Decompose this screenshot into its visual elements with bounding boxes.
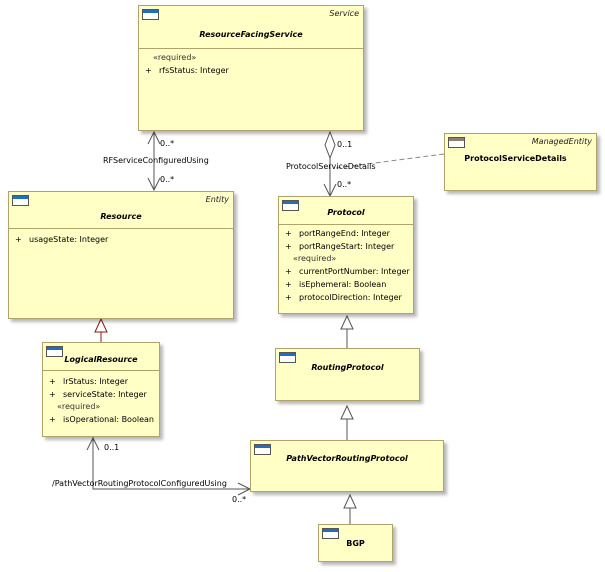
- attribute-row: +currentPortNumber: Integer: [285, 267, 410, 276]
- pathvector-generalization-arrowhead: [340, 404, 354, 420]
- class-name: Resource: [100, 212, 142, 221]
- attribute-row: +serviceState: Integer: [49, 390, 147, 399]
- attribute-row: +rfsStatus: Integer: [145, 66, 229, 75]
- stereotype-label: Entity: [205, 195, 229, 204]
- class-icon: [142, 9, 159, 20]
- stereotype-group: «required»: [153, 53, 197, 62]
- class-icon: [46, 346, 63, 357]
- class-name: ResourceFacingService: [199, 30, 303, 39]
- attribute-row: +isEphemeral: Boolean: [285, 280, 387, 289]
- association-label: ProtocolServiceDetails: [286, 162, 376, 171]
- attribute-row: +protocolDirection: Integer: [285, 293, 402, 302]
- pv-configured-line[interactable]: [92, 437, 250, 490]
- stereotype-group: «required»: [293, 254, 337, 263]
- compartment-divider: [9, 228, 233, 229]
- class-icon: [282, 200, 299, 211]
- multiplicity-label: 0..1: [337, 140, 353, 149]
- attribute-list: +portRangeEnd: Integer +portRangeStart: …: [285, 227, 410, 304]
- class-name: ProtocolServiceDetails: [464, 154, 567, 163]
- class-name: LogicalResource: [64, 355, 138, 364]
- association-label: /PathVectorRoutingProtocolConfiguredUsin…: [52, 479, 227, 488]
- class-logical-resource[interactable]: LogicalResource +lrStatus: Integer +serv…: [42, 342, 160, 437]
- bgp-generalization-arrowhead: [343, 493, 357, 509]
- class-bgp[interactable]: BGP: [318, 524, 393, 562]
- class-icon: [279, 352, 296, 363]
- class-protocol-service-details[interactable]: ManagedEntity ProtocolServiceDetails: [444, 133, 597, 191]
- class-name: BGP: [346, 539, 365, 548]
- class-icon: [448, 137, 465, 148]
- class-name: PathVectorRoutingProtocol: [286, 454, 408, 463]
- attribute-list: +lrStatus: Integer +serviceState: Intege…: [49, 375, 155, 426]
- multiplicity-label: 0..*: [160, 139, 175, 148]
- attribute-row: +portRangeStart: Integer: [285, 242, 395, 251]
- class-routing-protocol[interactable]: RoutingProtocol: [275, 348, 420, 401]
- aggregation-diamond: [324, 130, 336, 160]
- class-protocol[interactable]: Protocol +portRangeEnd: Integer +portRan…: [278, 196, 414, 314]
- class-name: RoutingProtocol: [311, 363, 384, 372]
- stereotype-group: «required»: [57, 402, 101, 411]
- association-label: RFServiceConfiguredUsing: [103, 156, 209, 165]
- compartment-divider: [43, 370, 159, 371]
- stereotype-label: ManagedEntity: [531, 137, 592, 146]
- class-icon: [254, 444, 271, 455]
- routing-generalization-arrowhead: [340, 314, 354, 330]
- multiplicity-label: 0..1: [104, 443, 120, 452]
- multiplicity-label: 0..*: [337, 180, 352, 189]
- class-resource[interactable]: Entity Resource +usageState: Integer: [8, 191, 234, 319]
- attribute-row: +portRangeEnd: Integer: [285, 229, 390, 238]
- attribute-row: +usageState: Integer: [15, 235, 109, 244]
- stereotype-label: Service: [329, 9, 359, 18]
- class-path-vector-routing-protocol[interactable]: PathVectorRoutingProtocol: [250, 440, 444, 492]
- rf-arrow-up: [147, 130, 161, 145]
- class-icon: [12, 195, 29, 206]
- multiplicity-label: 0..*: [160, 175, 175, 184]
- rf-arrow-down: [147, 177, 161, 192]
- realization-arrowhead: [94, 317, 108, 333]
- compartment-divider: [279, 224, 413, 225]
- class-icon: [322, 528, 339, 539]
- class-resource-facing-service[interactable]: Service ResourceFacingService «required»…: [138, 5, 364, 131]
- association-class-link[interactable]: [335, 153, 445, 169]
- attribute-list: «required» +rfsStatus: Integer: [145, 52, 359, 77]
- class-name: Protocol: [327, 208, 365, 217]
- compartment-divider: [139, 48, 363, 49]
- attribute-list: +usageState: Integer: [15, 233, 229, 246]
- attribute-row: +isOperational: Boolean: [49, 415, 154, 424]
- multiplicity-label: 0..*: [232, 495, 247, 504]
- pv-arrow-up: [86, 436, 100, 451]
- attribute-row: +lrStatus: Integer: [49, 377, 129, 386]
